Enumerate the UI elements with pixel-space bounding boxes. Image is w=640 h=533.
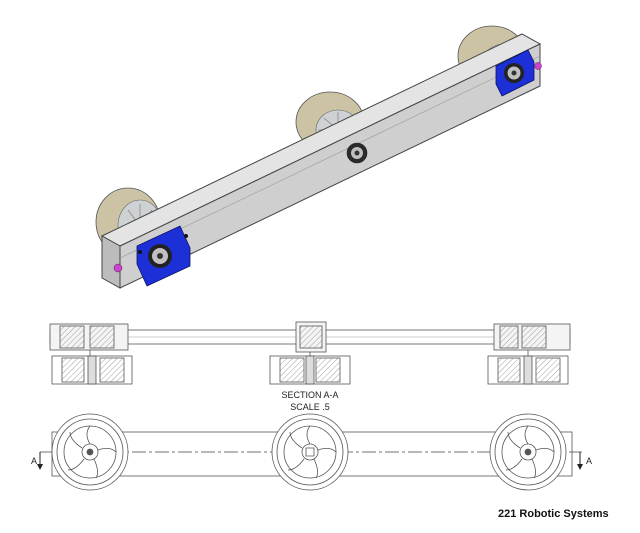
center-bearing [346,142,368,164]
section-cut-marker-left: A [31,456,38,466]
section-title: SECTION A-A [281,390,339,400]
section-view [49,321,571,385]
wheel-side-right [489,413,567,491]
bearing-block-right [495,49,542,97]
section-cut-marker-right: A [586,456,593,466]
wheel-side-center [271,413,349,491]
wheel-side-left [51,413,129,491]
section-scale: SCALE .5 [290,402,330,412]
company-name: 221 Robotic Systems [498,508,609,520]
frame-bar [100,33,542,289]
side-view [37,413,583,491]
bearing-block-left [113,225,191,287]
isometric-view [95,25,542,289]
